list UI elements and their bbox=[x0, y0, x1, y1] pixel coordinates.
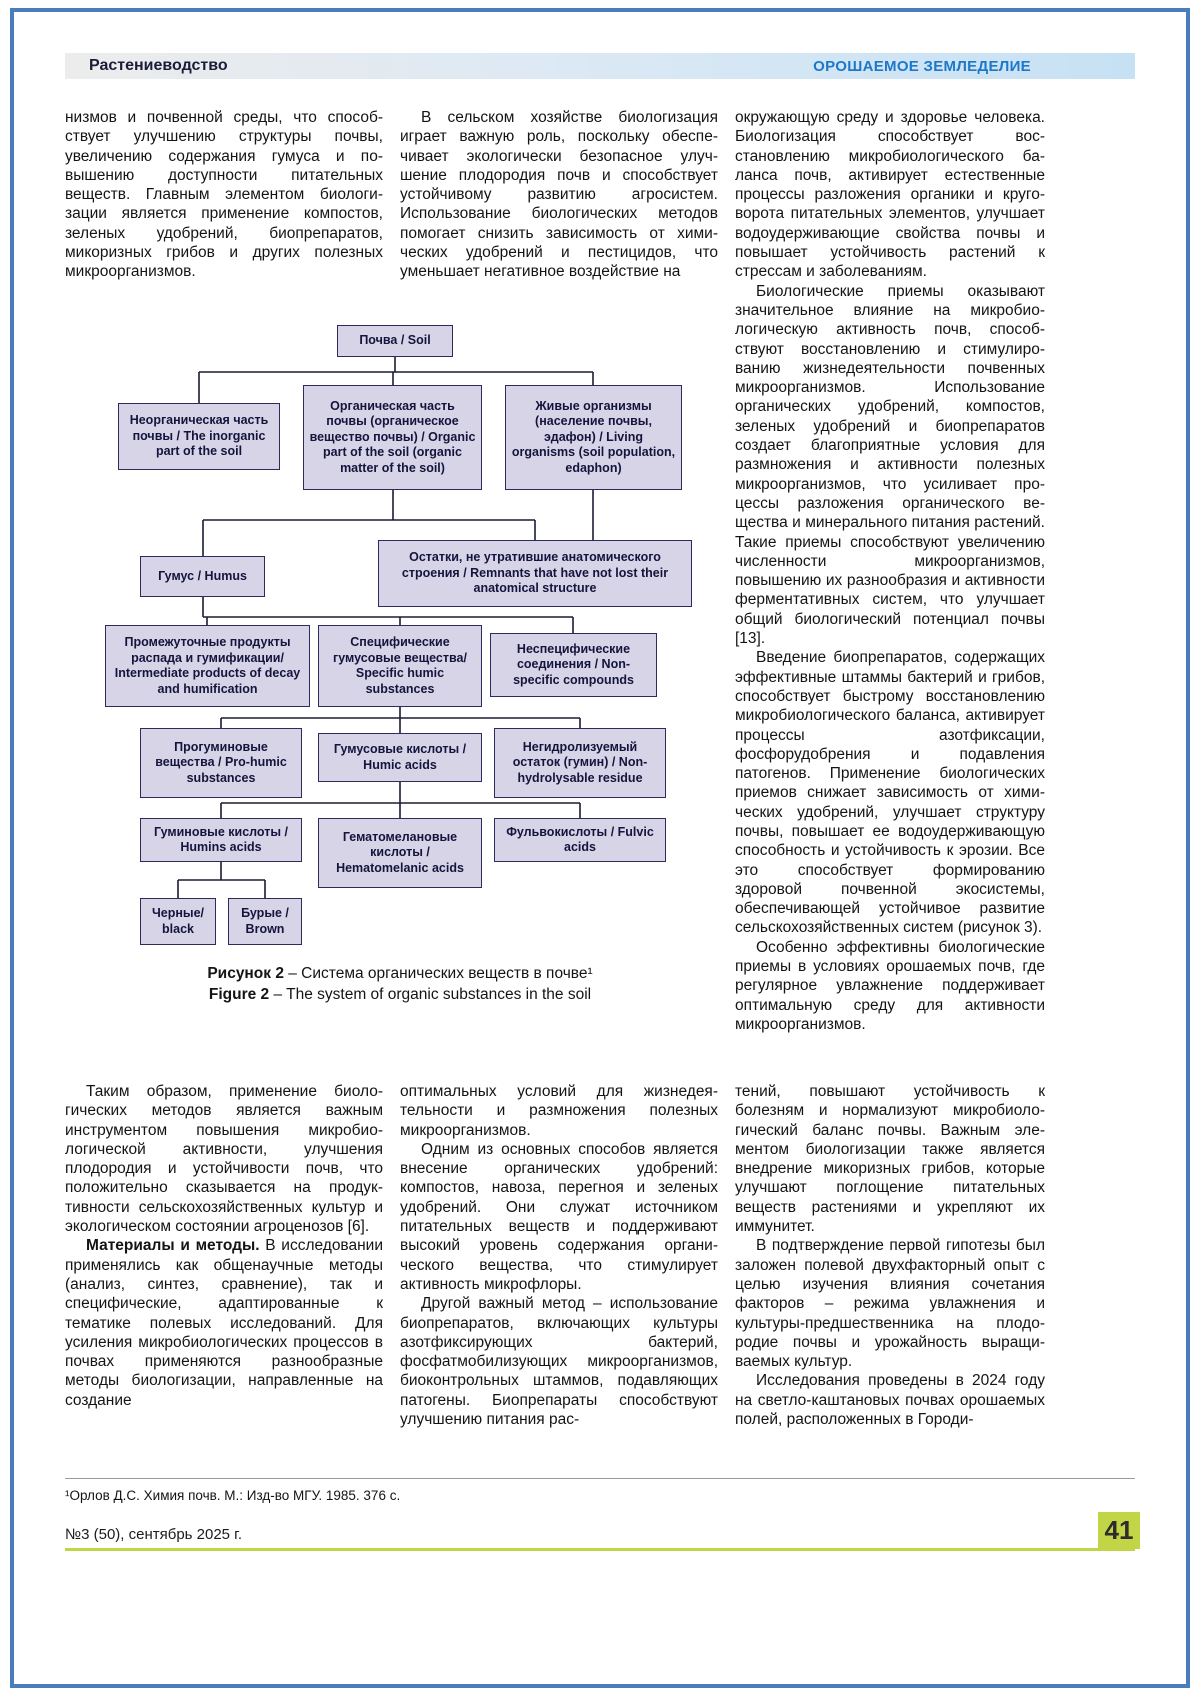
paragraph: Таким образом, применение биоло­гических… bbox=[65, 1083, 383, 1236]
diagram-node-prohumic: Прогуминовые вещества / Pro-humic substa… bbox=[140, 728, 302, 798]
paragraph: Особенно эффективны биологичес­кие прием… bbox=[735, 938, 1045, 1033]
paragraph: В сельском хозяйстве биологизация играет… bbox=[400, 109, 718, 281]
diagram-connector-lines bbox=[177, 357, 594, 898]
page-number: 41 bbox=[1098, 1512, 1140, 1549]
figure-caption-ru: Рисунок 2 – Система органических веществ… bbox=[65, 963, 735, 984]
diagram-node-black: Черные/ black bbox=[140, 898, 216, 945]
paragraph: Биологические приемы оказывают значитель… bbox=[735, 282, 1045, 648]
figure-caption-en-text: – The system of organic substances in th… bbox=[269, 986, 592, 1003]
paragraph: окружающую среду и здоровье челове­ка. Б… bbox=[735, 109, 1045, 281]
paragraph: Материалы и методы. В иссле­довании прим… bbox=[65, 1237, 383, 1409]
figure-caption-en: Figure 2 – The system of organic substan… bbox=[65, 984, 735, 1005]
footnote-rule bbox=[65, 1478, 1135, 1479]
diagram-node-specific: Специфические гумусовые вещества/ Specif… bbox=[318, 625, 482, 707]
text-column-bottom-left: Таким образом, применение биоло­гических… bbox=[65, 1082, 383, 1410]
paragraph: Одним из основных способов явля­ется вне… bbox=[400, 1140, 718, 1293]
diagram-node-soil: Почва / Soil bbox=[337, 325, 453, 357]
diagram-node-living: Живые организмы (население почвы, эдафон… bbox=[505, 385, 682, 490]
text-column-top-left: низмов и почвенной среды, что способ­ств… bbox=[65, 108, 383, 282]
figure-caption-ru-text: – Система органических веществ в почве¹ bbox=[283, 965, 593, 982]
figure-caption-ru-label: Рисунок 2 bbox=[207, 965, 284, 982]
figure2-caption: Рисунок 2 – Система органических веществ… bbox=[65, 963, 735, 1005]
diagram-node-humus: Гумус / Humus bbox=[140, 556, 265, 597]
diagram-node-brown: Бурые / Brown bbox=[228, 898, 302, 945]
paragraph: Исследования проведены в 2024 году на св… bbox=[735, 1372, 1045, 1429]
diagram-node-organic: Органическая часть почвы (органическое в… bbox=[303, 385, 482, 490]
text-column-bottom-middle: оптимальных условий для жизнедея­тельнос… bbox=[400, 1082, 718, 1429]
header-rubric-right: ОРОШАЕМОЕ ЗЕМЛЕДЕЛИЕ bbox=[813, 57, 1031, 75]
paragraph: оптимальных условий для жизнедея­тельнос… bbox=[400, 1083, 718, 1139]
header-rubric-left: Растениеводство bbox=[89, 57, 228, 74]
diagram-node-nonspecific: Неспецифические соединения / Non-specifi… bbox=[490, 633, 657, 697]
footer-rule bbox=[65, 1548, 1135, 1551]
paragraph: тений, повышают устойчивость к болезням … bbox=[735, 1083, 1045, 1236]
diagram-node-humins: Гуминовые кислоты / Humins acids bbox=[140, 818, 302, 862]
diagram-node-fulvic: Фульвокислоты / Fulvic acids bbox=[494, 818, 666, 862]
paragraph: низмов и почвенной среды, что способ­ств… bbox=[65, 109, 383, 281]
paragraph: Введение биопрепаратов, содер­жащих эффе… bbox=[735, 649, 1045, 937]
diagram-node-remnants: Остатки, не утратившие анатомического ст… bbox=[378, 540, 692, 607]
figure2-diagram: Почва / Soil Неорганическая часть почвы … bbox=[65, 315, 735, 963]
diagram-node-residue: Негидролизуемый остаток (гумин) / Non-hy… bbox=[494, 728, 666, 798]
diagram-node-intermediate: Промежуточные продукты распада и гумифик… bbox=[105, 625, 310, 707]
figure-caption-en-label: Figure 2 bbox=[208, 986, 270, 1003]
diagram-node-humic-acids: Гумусовые кислоты / Humic acids bbox=[318, 733, 482, 782]
text-column-bottom-right: тений, повышают устойчивость к болезням … bbox=[735, 1082, 1045, 1429]
text-column-right: окружающую среду и здоровье челове­ка. Б… bbox=[735, 108, 1045, 1034]
footnote: ¹Орлов Д.С. Химия почв. М.: Изд-во МГУ. … bbox=[65, 1488, 401, 1503]
text-column-top-middle: В сельском хозяйстве биологизация играет… bbox=[400, 108, 718, 282]
paragraph: Другой важный метод – использо­вание био… bbox=[400, 1295, 718, 1429]
paragraph: В подтверждение первой гипотезы был зало… bbox=[735, 1237, 1045, 1371]
issue-info: №3 (50), сентябрь 2025 г. bbox=[65, 1526, 242, 1543]
header-bar: Растениеводство ОРОШАЕМОЕ ЗЕМЛЕДЕЛИЕ bbox=[65, 53, 1135, 79]
diagram-node-hematomelanic: Гематомелановые кислоты / Hematomelanic … bbox=[318, 818, 482, 888]
diagram-node-inorganic: Неорганическая часть почвы / The inorgan… bbox=[118, 403, 280, 470]
